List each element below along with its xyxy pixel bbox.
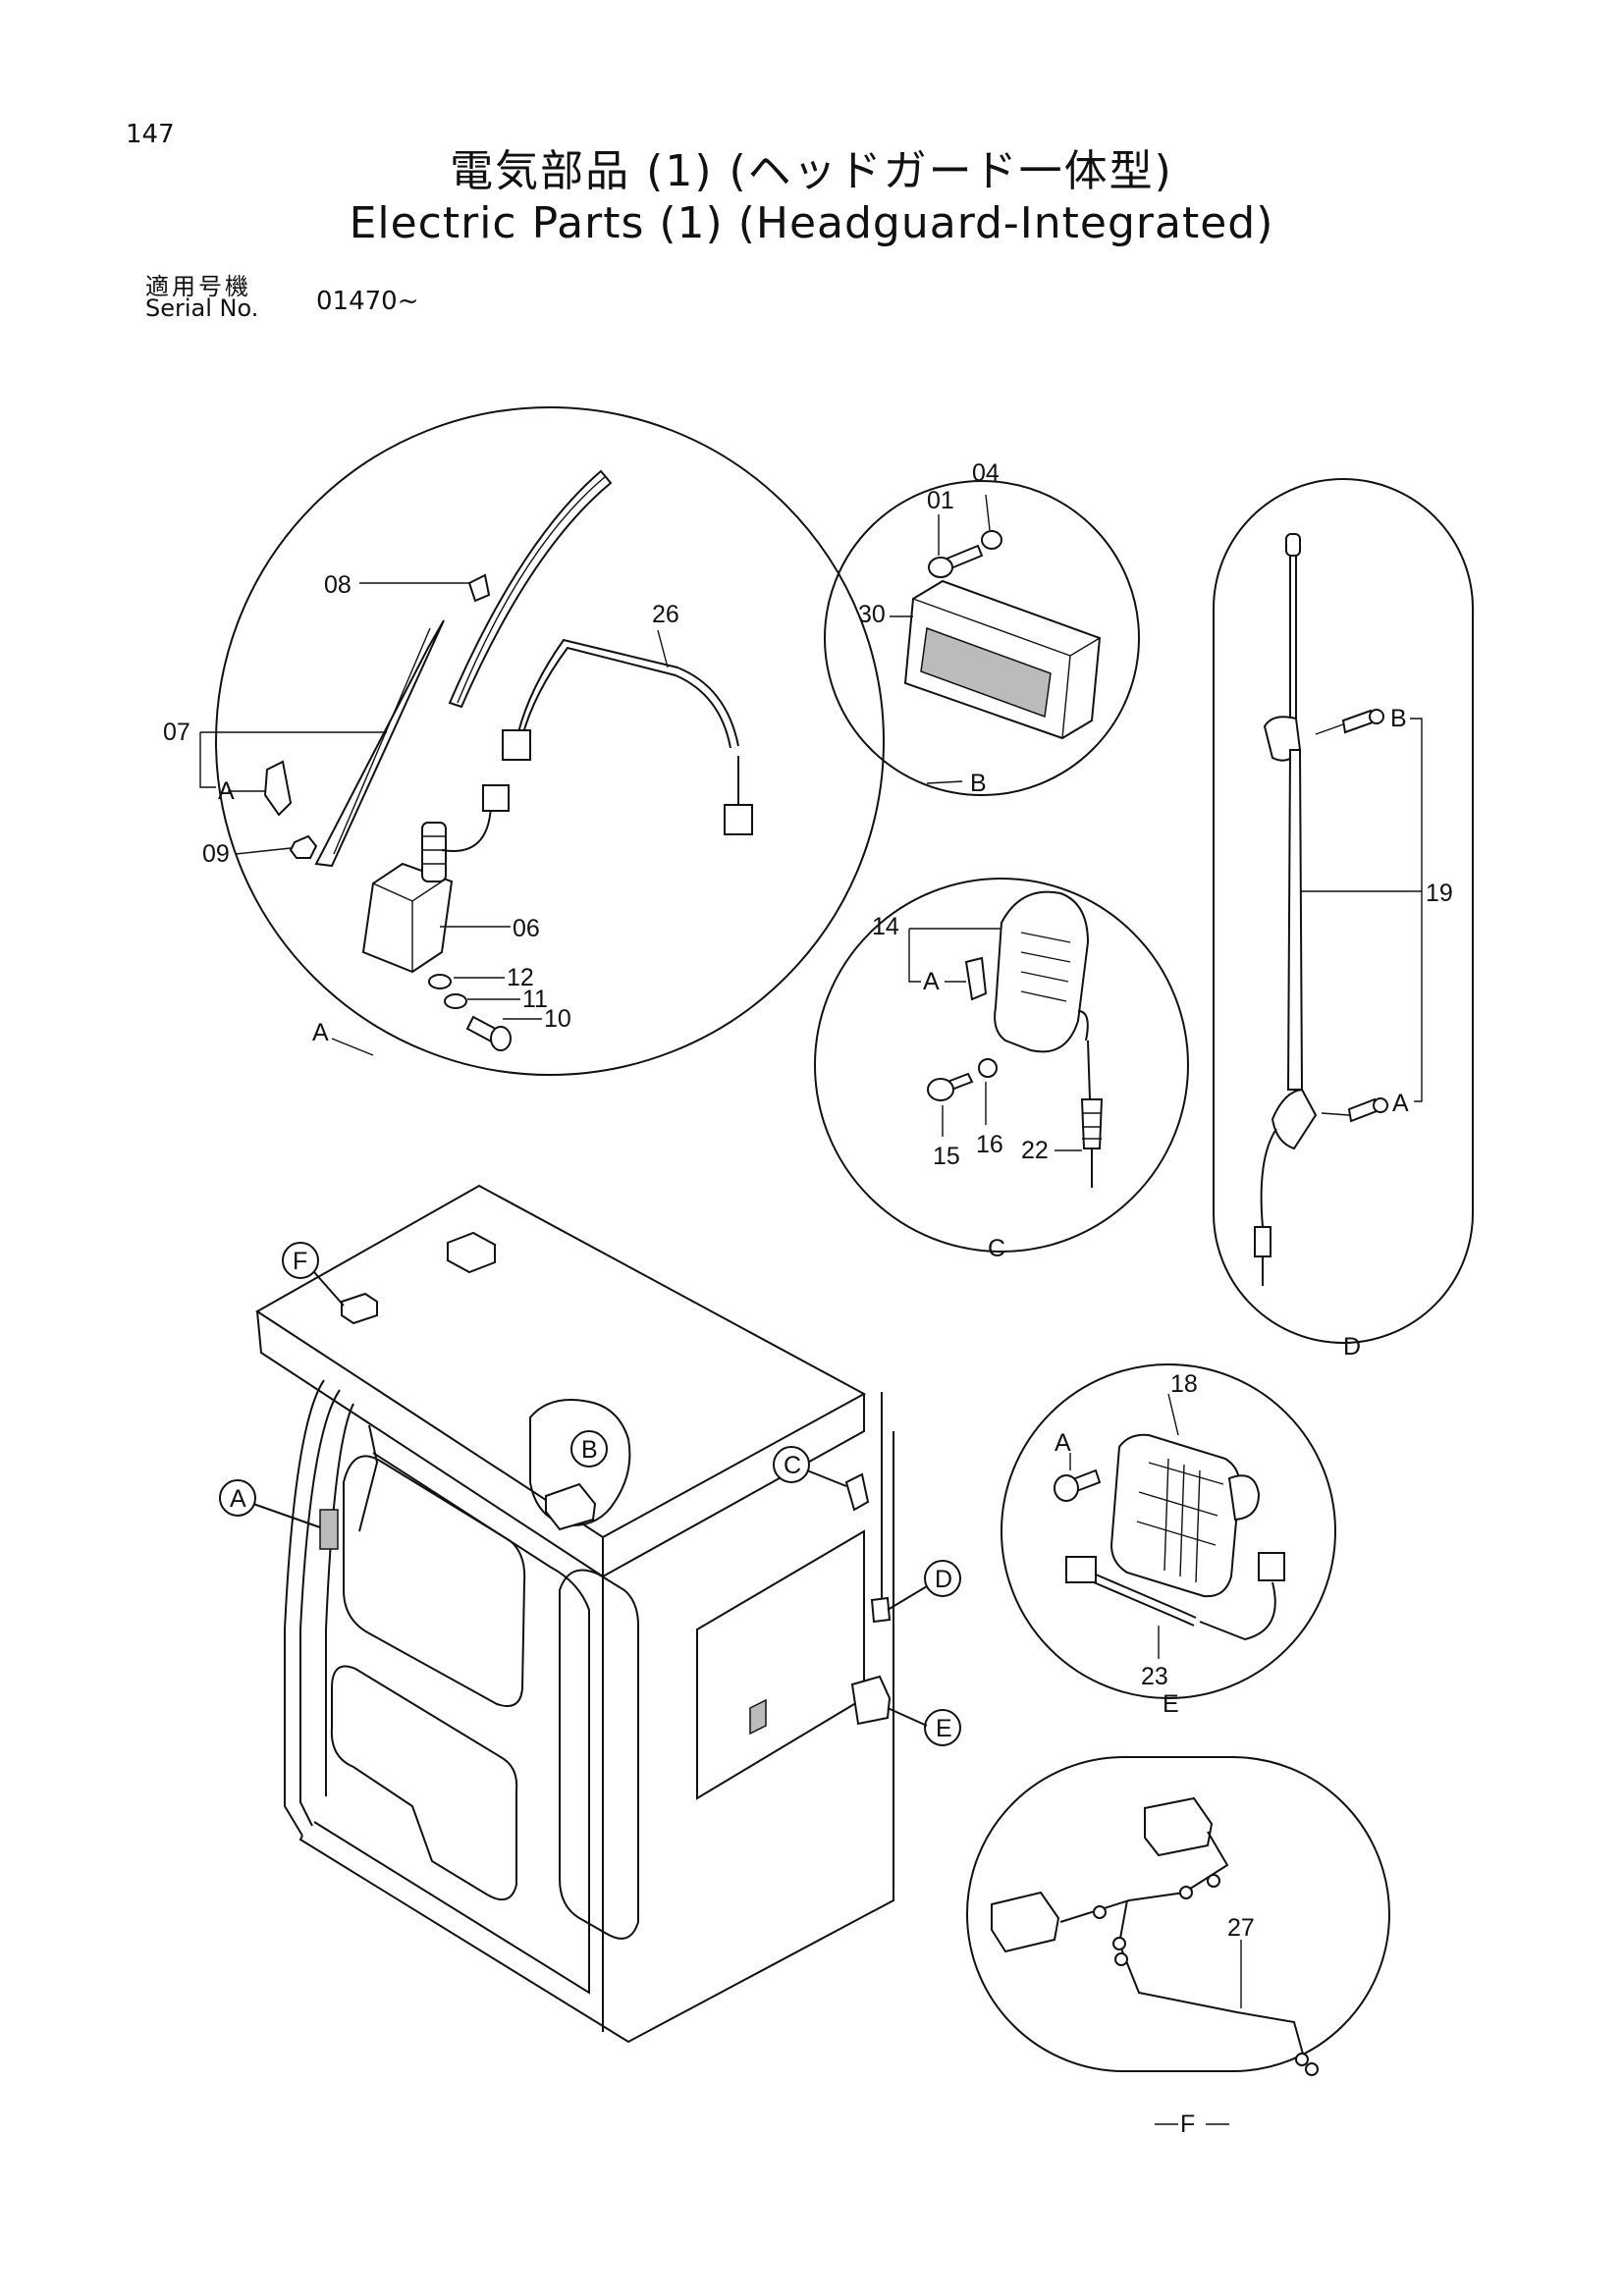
callout-27: 27 xyxy=(1227,1914,1255,1942)
detail-b-circle xyxy=(824,480,1140,796)
antenna-mount-lower xyxy=(1271,1088,1318,1150)
callout-16: 16 xyxy=(976,1131,1003,1158)
cab-roof xyxy=(255,1184,867,1539)
antenna-rod xyxy=(1289,556,1297,726)
harness-connector-e1 xyxy=(1065,1556,1097,1583)
detail-view-e: 18 A 23 E xyxy=(1001,1363,1336,1718)
lamp-bulb-holder xyxy=(964,956,988,1001)
cab-callout-c: C xyxy=(784,1452,801,1479)
nut-09 xyxy=(289,834,318,859)
blade-clip xyxy=(467,573,491,603)
detail-view-c: 14 A 15 16 22 C xyxy=(814,878,1189,1262)
detail-e-circle xyxy=(1001,1363,1336,1699)
clip-a xyxy=(263,760,293,817)
detail-d-frame xyxy=(1213,478,1474,1344)
screw-b xyxy=(1341,709,1375,734)
callout-30: 30 xyxy=(858,601,886,628)
callout-08: 08 xyxy=(324,571,352,599)
detail-view-d: B 19 A D xyxy=(1213,478,1474,1361)
callout-10: 10 xyxy=(544,1005,571,1033)
callout-07: 07 xyxy=(163,719,190,746)
callout-26: 26 xyxy=(652,601,679,628)
washer-16 xyxy=(978,1058,998,1078)
serial-label-english: Serial No. xyxy=(145,294,259,322)
harness-26 xyxy=(517,638,739,747)
cab-callout-f: F xyxy=(293,1248,307,1275)
callout-11: 11 xyxy=(522,986,548,1013)
callout-a-antenna: A xyxy=(1392,1090,1409,1117)
callout-14: 14 xyxy=(872,913,899,940)
detail-d-letter: D xyxy=(1343,1333,1361,1361)
detail-c-letter: C xyxy=(988,1235,1005,1262)
cab-light-lens xyxy=(920,626,1052,719)
callout-22: 22 xyxy=(1021,1137,1049,1164)
serial-number-value: 01470~ xyxy=(316,287,419,316)
cab-side-window xyxy=(696,1529,865,1800)
detail-view-b: 01 04 30 B xyxy=(824,459,1140,797)
cab-door-window-lower xyxy=(330,1665,518,1901)
cab-assembly: F A B C D E xyxy=(219,1184,961,2044)
wiper-motor xyxy=(361,862,454,974)
roof-box-1 xyxy=(447,1231,496,1274)
callout-a-lamp: A xyxy=(923,968,940,995)
title-english: Electric Parts (1) (Headguard-Integrated… xyxy=(349,198,1274,248)
callout-09: 09 xyxy=(202,840,230,868)
callout-a-light: A xyxy=(1055,1429,1071,1457)
detail-f-frame xyxy=(966,1756,1390,2072)
callout-19: 19 xyxy=(1426,880,1453,907)
detail-view-f: 27 F xyxy=(966,1756,1390,2138)
title-japanese: 電気部品 (1) (ヘッドガード一体型) xyxy=(450,146,1173,196)
cab-callout-e: E xyxy=(936,1715,952,1742)
callout-18: 18 xyxy=(1170,1370,1198,1398)
work-light-body xyxy=(1109,1433,1241,1598)
serial-label-japanese: 適用号機 xyxy=(145,273,251,300)
cab-callout-b: B xyxy=(581,1436,598,1464)
callout-12: 12 xyxy=(507,964,534,991)
detail-a-letter: A xyxy=(312,1019,329,1046)
detail-view-a: 08 26 07 A 09 06 12 11 10 A xyxy=(163,406,885,1076)
motor-shaft xyxy=(421,822,447,882)
harness-23 xyxy=(1095,1574,1197,1619)
cab-callout-d: D xyxy=(935,1566,952,1593)
detail-c-circle xyxy=(814,878,1189,1253)
cab-front-frame xyxy=(284,1379,325,1837)
callout-01: 01 xyxy=(927,487,954,514)
callout-a-clip: A xyxy=(218,777,235,805)
washer-11 xyxy=(444,993,467,1009)
antenna-tip xyxy=(1285,533,1301,557)
detail-b-letter: B xyxy=(970,770,987,797)
detail-f-letter: F xyxy=(1180,2110,1195,2138)
callout-06: 06 xyxy=(513,915,540,942)
detail-e-letter: E xyxy=(1163,1690,1179,1718)
cab-rear-window xyxy=(559,1569,639,1940)
callout-15: 15 xyxy=(933,1143,960,1170)
callout-b-antenna: B xyxy=(1390,705,1407,732)
callout-04: 04 xyxy=(972,459,1000,487)
work-light-mount xyxy=(1227,1474,1261,1522)
roof-box-2 xyxy=(341,1292,378,1325)
harness-connector-b xyxy=(724,804,753,835)
page-number: 147 xyxy=(126,120,175,149)
motor-connector xyxy=(482,784,510,812)
harness-connector-a xyxy=(502,729,531,761)
detail-a-circle xyxy=(215,406,885,1076)
harness-block-1 xyxy=(1144,1796,1214,1857)
screw-a xyxy=(1347,1097,1379,1123)
cab-side-panel xyxy=(298,1431,894,2044)
washer-04 xyxy=(981,530,1002,550)
wiper-arm xyxy=(314,619,445,868)
antenna-connector xyxy=(1254,1226,1271,1257)
callout-23: 23 xyxy=(1141,1663,1168,1690)
room-lamp-body xyxy=(994,890,1090,1053)
washer-12 xyxy=(428,974,452,989)
harness-block-2 xyxy=(991,1891,1060,1953)
cab-callout-a: A xyxy=(230,1485,246,1513)
harness-connector-e2 xyxy=(1258,1552,1285,1581)
connector-22 xyxy=(1080,1098,1104,1149)
cab-door-window-upper xyxy=(343,1455,526,1707)
